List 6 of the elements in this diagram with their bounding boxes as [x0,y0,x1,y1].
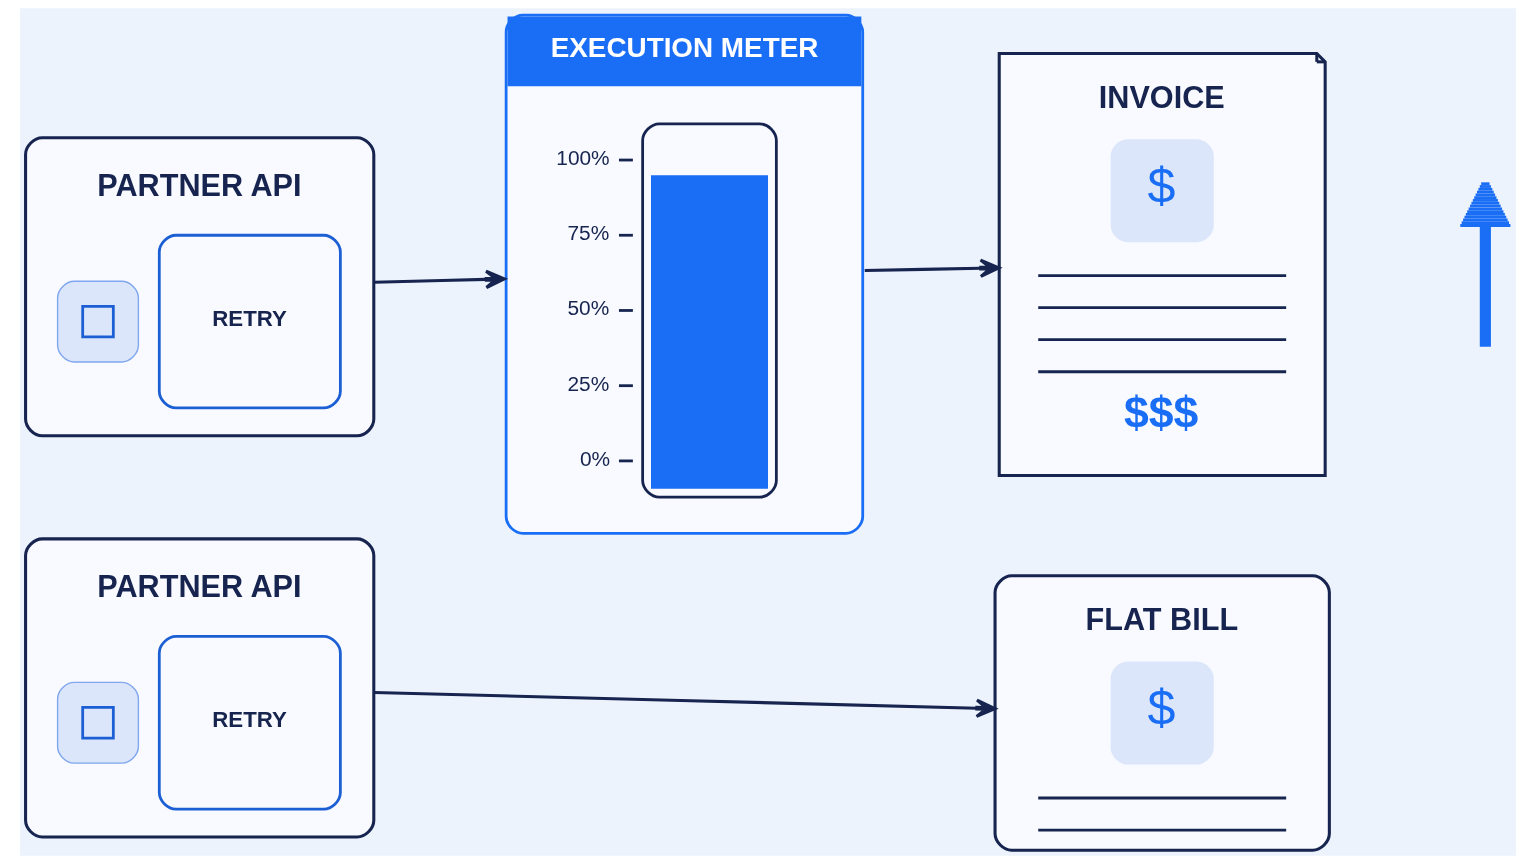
node-box: PARTNER API RETRY [24,136,376,438]
arrow [864,258,1001,278]
arrow [374,269,506,290]
node-box: FLAT BILL $ [993,574,1331,852]
node-box: PARTNER API RETRY [24,537,376,839]
arrow [374,690,997,718]
